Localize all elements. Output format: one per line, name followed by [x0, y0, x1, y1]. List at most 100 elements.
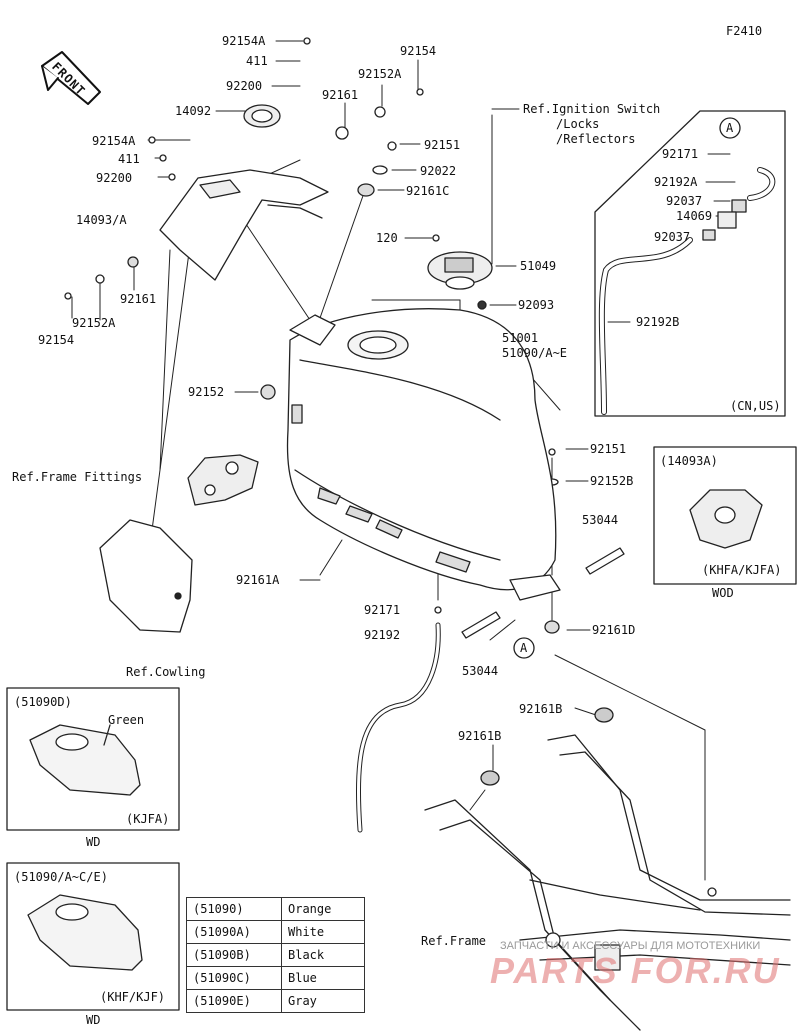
color-name-cell: Orange: [281, 897, 365, 921]
color-code-cell: (51090): [186, 897, 282, 921]
table-row: (51090B) Black: [186, 943, 365, 967]
box-51090D: [6, 687, 180, 831]
part-label-53044-mid[interactable]: 53044: [462, 664, 499, 678]
wod-label: WOD: [712, 586, 734, 600]
part-label-92152B[interactable]: 92152B: [590, 474, 634, 488]
inset-51090ACE-tank: [27, 894, 143, 971]
color-code-cell: (51090E): [186, 989, 282, 1013]
callout-a-mid-label: A: [520, 641, 528, 655]
color-code-cell: (51090B): [186, 943, 282, 967]
table-row: (51090) Orange: [186, 897, 365, 921]
hose-92192-inner: [356, 623, 440, 832]
color-name-cell: Black: [281, 943, 365, 967]
box-51090D-title: (51090D): [14, 695, 72, 709]
part-51049: [427, 251, 493, 290]
part-label-51049[interactable]: 51049: [520, 259, 557, 273]
box-51090ACE-title: (51090/A~C/E): [14, 870, 108, 884]
part-label-92154-top[interactable]: 92154: [400, 44, 437, 58]
part-label-92152A-top[interactable]: 92152A: [358, 67, 402, 81]
part-label-92037a[interactable]: 92037: [666, 194, 703, 208]
wd-label-2: WD: [86, 1013, 101, 1027]
fasteners-top: [64, 37, 614, 786]
part-14093A: [159, 169, 329, 281]
leader-lines: [71, 40, 736, 881]
ref-reflectors: /Reflectors: [556, 132, 636, 146]
watermark-logo: PARTS FOR.RU: [490, 950, 781, 991]
part-label-51090[interactable]: 51090/A~E: [502, 346, 568, 360]
part-label-53044-right[interactable]: 53044: [582, 513, 619, 527]
callout-a-mid: [513, 637, 535, 659]
part-label-92152[interactable]: 92152: [188, 385, 225, 399]
part-label-92161B-left[interactable]: 92161B: [458, 729, 502, 743]
box-14093A: [653, 446, 797, 585]
part-label-92200-left[interactable]: 92200: [96, 171, 133, 185]
hose-92192A: [702, 167, 776, 241]
box-14093A-variant: (KHFA/KJFA): [702, 563, 782, 577]
part-label-92171-cn[interactable]: 92171: [662, 147, 699, 161]
part-label-92154-left[interactable]: 92154: [38, 333, 75, 347]
ref-ignition-switch: Ref.Ignition Switch: [523, 102, 661, 116]
part-label-92161-left[interactable]: 92161: [120, 292, 157, 306]
part-label-92151-top[interactable]: 92151: [424, 138, 461, 152]
color-name-cell: Gray: [281, 989, 365, 1013]
hose-92192B-inner: [599, 238, 692, 414]
table-row: (51090C) Blue: [186, 966, 365, 990]
ref-locks: /Locks: [556, 117, 600, 131]
part-cowling: [99, 519, 193, 633]
ref-cowling: Ref.Cowling: [126, 665, 206, 679]
part-14092: [243, 104, 281, 128]
part-label-92154A-left[interactable]: 92154A: [92, 134, 136, 148]
color-name-cell: White: [281, 920, 365, 944]
ref-frame: Ref.Frame: [421, 934, 487, 948]
part-label-51001[interactable]: 51001: [502, 331, 539, 345]
color-name-cell: Blue: [281, 966, 365, 990]
part-label-92192A[interactable]: 92192A: [654, 175, 698, 189]
color-code-table: (51090) Orange (51090A) White (51090B) B…: [186, 897, 365, 1013]
wd-label-1: WD: [86, 835, 101, 849]
part-label-92022[interactable]: 92022: [420, 164, 457, 178]
ref-frame-fittings: Ref.Frame Fittings: [12, 470, 143, 484]
part-51001-fuel-tank: [286, 308, 561, 601]
part-label-14069[interactable]: 14069: [676, 209, 713, 223]
part-label-92200-top[interactable]: 92200: [226, 79, 263, 93]
part-label-14093A[interactable]: 14093/A: [76, 213, 127, 227]
part-label-92192[interactable]: 92192: [364, 628, 401, 642]
part-frame-fittings: [187, 454, 259, 506]
tube-53044: [461, 547, 625, 639]
box-14093A-title: (14093A): [660, 454, 718, 468]
part-label-411-left[interactable]: 411: [118, 152, 140, 166]
part-label-14092[interactable]: 14092: [175, 104, 212, 118]
part-label-92161A[interactable]: 92161A: [236, 573, 280, 587]
part-label-92093[interactable]: 92093: [518, 298, 555, 312]
part-label-92161C[interactable]: 92161C: [406, 184, 450, 198]
part-label-92192B[interactable]: 92192B: [636, 315, 680, 329]
inset-14093A-cover: [689, 489, 763, 549]
part-label-92037b[interactable]: 92037: [654, 230, 691, 244]
kjfa-label: (KJFA): [126, 812, 170, 826]
table-row: (51090E) Gray: [186, 989, 365, 1013]
part-label-92161-top[interactable]: 92161: [322, 88, 359, 102]
box-51090ACE: [6, 862, 180, 1011]
front-arrow-icon: [41, 51, 101, 105]
part-frame: [424, 734, 791, 1031]
green-label: Green: [108, 713, 145, 727]
cn-us-label: (CN,US): [730, 399, 781, 413]
color-code-cell: (51090A): [186, 920, 282, 944]
part-label-92154A-top[interactable]: 92154A: [222, 34, 266, 48]
part-label-92161B-right[interactable]: 92161B: [519, 702, 563, 716]
figure-code: F2410: [726, 24, 763, 38]
part-label-92161D[interactable]: 92161D: [592, 623, 636, 637]
part-label-92151-mid[interactable]: 92151: [590, 442, 627, 456]
part-label-92152A-left[interactable]: 92152A: [72, 316, 116, 330]
watermark-tagline: ЗАПЧАСТИ И АКСЕССУАРЫ ДЛЯ МОТОТЕХНИКИ: [500, 940, 761, 952]
callout-a-top-label: A: [726, 121, 734, 135]
khf-kjf-label: (KHF/KJF): [100, 990, 166, 1004]
cn-us-hose-box: [594, 110, 786, 417]
callout-a-top: [719, 117, 741, 139]
part-label-92171-mid[interactable]: 92171: [364, 603, 401, 617]
part-label-411-top[interactable]: 411: [246, 54, 268, 68]
color-code-cell: (51090C): [186, 966, 282, 990]
part-label-120[interactable]: 120: [376, 231, 398, 245]
